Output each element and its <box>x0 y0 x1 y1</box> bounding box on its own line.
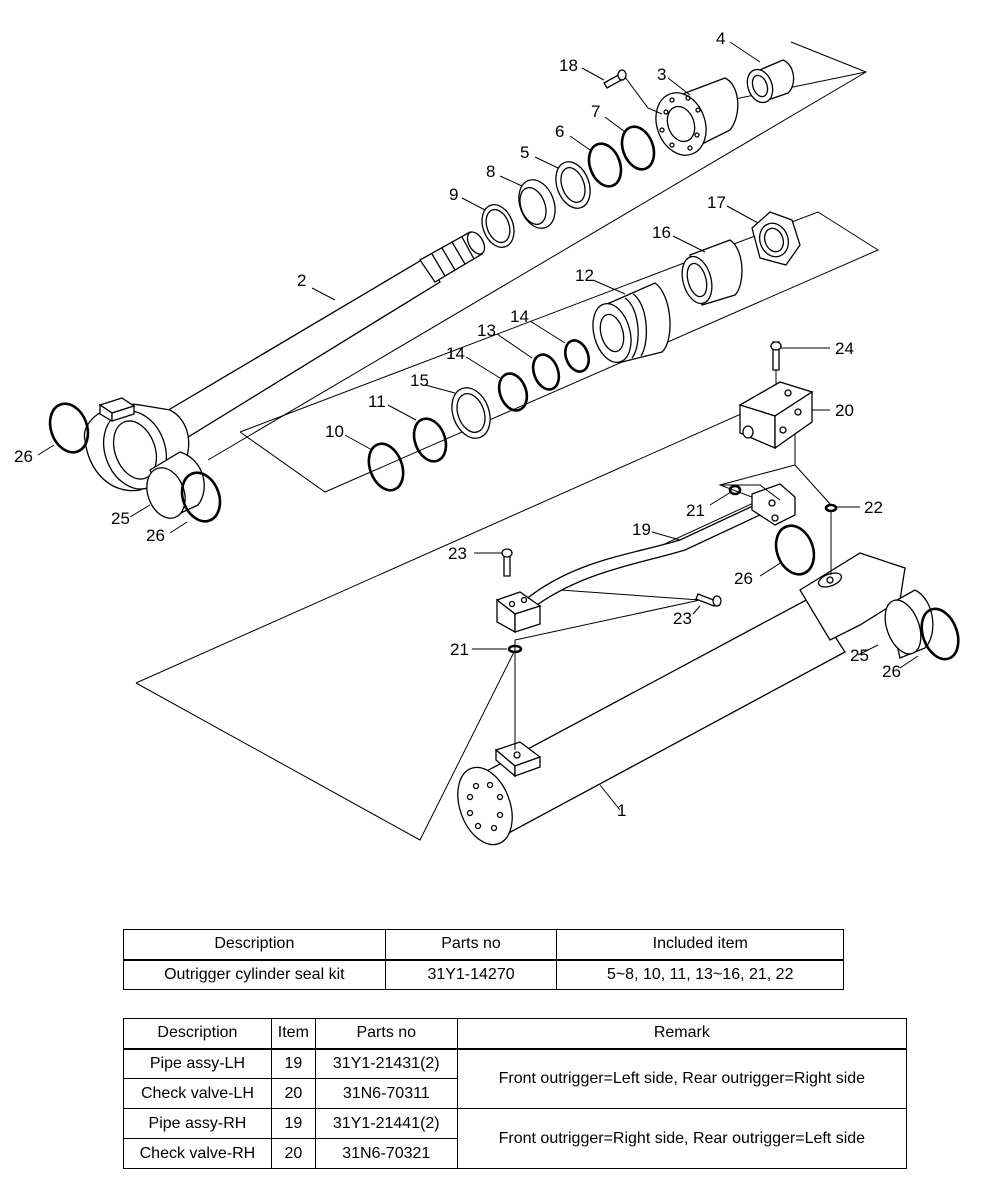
table-row: Pipe assy-LH 19 31Y1-21431(2) Front outr… <box>123 1048 908 1109</box>
callout-15: 15 <box>410 371 429 390</box>
check-valve <box>738 381 814 450</box>
callout-10: 10 <box>325 422 344 441</box>
callout-2: 2 <box>297 271 306 290</box>
cell-remark: Front outrigger=Right side, Rear outrigg… <box>456 1108 908 1169</box>
table-row: Pipe assy-RH 19 31Y1-21441(2) Front outr… <box>123 1108 908 1169</box>
table-header-row: Description Item Parts no Remark <box>123 1018 908 1050</box>
pipe-assy <box>495 483 796 634</box>
callout-24: 24 <box>835 339 854 358</box>
cell-parts-no: 31Y1-21441(2) <box>314 1108 458 1139</box>
rod-side-bushings <box>48 402 222 523</box>
callout-3: 3 <box>657 65 666 84</box>
cell-parts-no: 31N6-70321 <box>314 1138 458 1169</box>
cell-description: Outrigger cylinder seal kit <box>123 959 386 990</box>
callout-14-lower: 14 <box>446 344 465 363</box>
cell-parts-no: 31N6-70311 <box>314 1078 458 1109</box>
rod-seals <box>481 125 656 248</box>
leader-lines <box>37 41 919 811</box>
piston <box>592 282 671 363</box>
cell-remark: Front outrigger=Left side, Rear outrigge… <box>456 1048 908 1109</box>
piston-group-frame <box>239 211 880 493</box>
header-included-item: Included item <box>556 929 844 961</box>
piston-seals <box>367 339 590 492</box>
socket-bolt <box>603 69 627 89</box>
seal-kit-table: Description Parts no Included item Outri… <box>123 929 844 990</box>
exploded-parts-diagram: 1 2 3 4 5 6 7 8 9 10 11 12 13 14 14 15 1… <box>14 29 960 846</box>
header-description: Description <box>123 929 386 961</box>
callout-26-lower-left: 26 <box>146 526 165 545</box>
callout-26-left: 26 <box>14 447 33 466</box>
pipe-valve-table: Description Item Parts no Remark Pipe as… <box>123 1018 908 1169</box>
cylinder-tube <box>457 552 906 846</box>
header-remark: Remark <box>456 1018 908 1050</box>
cell-item: 19 <box>270 1108 316 1139</box>
callout-14-upper: 14 <box>510 307 529 326</box>
cell-item: 20 <box>270 1078 316 1109</box>
cell-description: Pipe assy-RH <box>123 1108 272 1139</box>
callout-23-right: 23 <box>673 609 692 628</box>
bushing <box>746 59 795 104</box>
cell-item: 20 <box>270 1138 316 1169</box>
callout-26-middle: 26 <box>734 569 753 588</box>
callout-25-left: 25 <box>111 509 130 528</box>
callout-25-right: 25 <box>850 646 869 665</box>
callout-21-upper: 21 <box>686 501 705 520</box>
header-description: Description <box>123 1018 272 1050</box>
cell-description: Pipe assy-LH <box>123 1048 272 1079</box>
callout-18: 18 <box>559 56 578 75</box>
callout-6: 6 <box>555 122 564 141</box>
callout-23-left: 23 <box>448 544 467 563</box>
table-row: Check valve-LH 20 31N6-70311 <box>123 1078 907 1109</box>
assembly-lines <box>514 76 832 750</box>
cell-item: 19 <box>270 1048 316 1079</box>
callout-7: 7 <box>591 102 600 121</box>
callout-21-lower: 21 <box>450 640 469 659</box>
callout-22: 22 <box>864 498 883 517</box>
callouts: 1 2 3 4 5 6 7 8 9 10 11 12 13 14 14 15 1… <box>14 29 901 820</box>
callout-8: 8 <box>486 162 495 181</box>
callout-17: 17 <box>707 193 726 212</box>
table-row: Outrigger cylinder seal kit 31Y1-14270 5… <box>123 959 844 990</box>
piston-rod <box>159 231 486 443</box>
header-item: Item <box>270 1018 316 1050</box>
cell-included-item: 5~8, 10, 11, 13~16, 21, 22 <box>556 959 844 990</box>
callout-9: 9 <box>449 185 458 204</box>
cell-parts-no: 31Y1-14270 <box>384 959 558 990</box>
cell-parts-no: 31Y1-21431(2) <box>314 1048 458 1079</box>
tube-side-bushings <box>774 524 960 661</box>
callout-26-right: 26 <box>882 662 901 681</box>
callout-1: 1 <box>617 801 626 820</box>
callout-11: 11 <box>368 392 386 411</box>
header-parts-no: Parts no <box>384 929 558 961</box>
callout-19: 19 <box>632 520 651 539</box>
callout-12: 12 <box>575 266 594 285</box>
callout-13: 13 <box>477 321 496 340</box>
callout-4: 4 <box>716 29 725 48</box>
lock-nut <box>751 211 801 266</box>
callout-5: 5 <box>520 143 529 162</box>
header-parts-no: Parts no <box>314 1018 458 1050</box>
callout-20: 20 <box>835 401 854 420</box>
callout-16: 16 <box>652 223 671 242</box>
table-header-row: Description Parts no Included item <box>123 929 844 961</box>
cell-description: Check valve-LH <box>123 1078 272 1109</box>
table-row: Check valve-RH 20 31N6-70321 <box>123 1138 907 1169</box>
cell-description: Check valve-RH <box>123 1138 272 1169</box>
cushion-ring <box>681 239 743 306</box>
rod-cover <box>655 77 739 156</box>
